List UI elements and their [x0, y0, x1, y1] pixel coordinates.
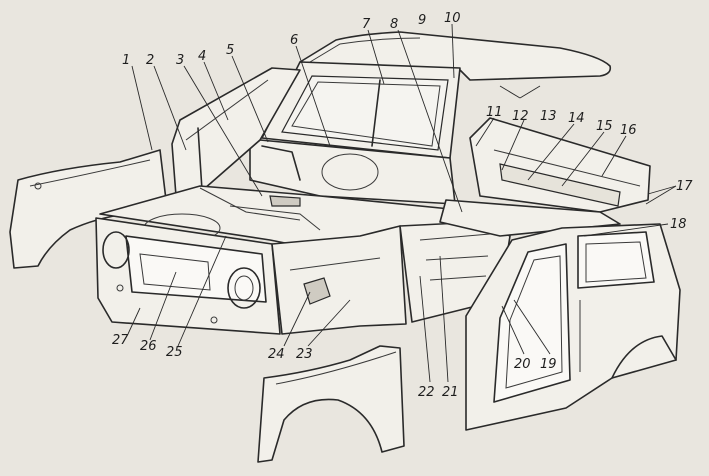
callout-18: 18: [670, 217, 687, 232]
callout-4: 4: [198, 49, 206, 64]
callout-8: 8: [390, 17, 398, 32]
callout-22: 22: [418, 385, 435, 400]
front-left-fender: [9, 149, 167, 269]
callout-1: 1: [122, 53, 130, 68]
callout-2: 2: [146, 53, 154, 68]
callout-20: 20: [514, 357, 531, 372]
callout-17: 17: [676, 179, 693, 194]
callout-11: 11: [486, 105, 503, 120]
callout-3: 3: [176, 53, 184, 68]
callout-21: 21: [442, 385, 459, 400]
windshield-frame: [261, 61, 461, 159]
callout-27: 27: [112, 333, 129, 348]
callout-14: 14: [568, 111, 585, 126]
front-right-fender: [257, 345, 405, 463]
callout-9: 9: [418, 13, 426, 28]
callout-10: 10: [444, 11, 461, 26]
callout-16: 16: [620, 123, 637, 138]
callout-12: 12: [512, 109, 529, 124]
callout-labels: 1 2 3 4 5 6 7 8 9 10 11 12 13 14 15 16 1…: [112, 11, 693, 400]
leader-lines: [127, 23, 677, 383]
callout-19: 19: [540, 357, 557, 372]
callout-13: 13: [540, 109, 557, 124]
rear-panel: [439, 117, 651, 237]
callout-25: 25: [166, 345, 183, 360]
callout-23: 23: [296, 347, 313, 362]
callout-7: 7: [362, 17, 371, 32]
callout-5: 5: [226, 43, 234, 58]
callout-15: 15: [596, 119, 613, 134]
callout-24: 24: [268, 347, 285, 362]
center-tunnel: [271, 225, 407, 335]
front-panel: [95, 217, 281, 335]
right-side-body: [465, 223, 681, 431]
callout-6: 6: [290, 33, 298, 48]
callout-26: 26: [140, 339, 157, 354]
roof-panel: [299, 31, 612, 81]
